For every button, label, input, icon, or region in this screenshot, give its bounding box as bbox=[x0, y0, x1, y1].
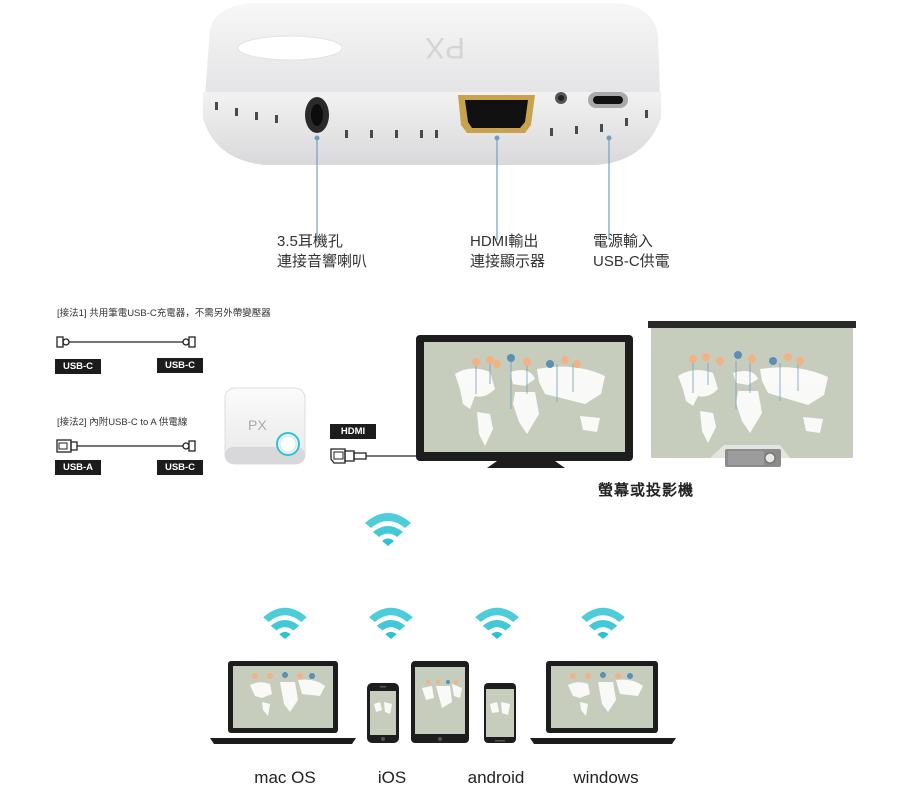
usb-c-tag-right: USB-C bbox=[157, 358, 203, 373]
wifi-icon bbox=[369, 607, 413, 640]
port-leader-lines bbox=[314, 135, 612, 240]
usb-c-tag-left: USB-C bbox=[55, 359, 101, 374]
wifi-icon bbox=[365, 513, 411, 546]
display-caption: 螢幕或投影機 bbox=[598, 482, 695, 499]
usb-a-tag: USB-A bbox=[55, 460, 101, 475]
laptop-windows-icon bbox=[530, 661, 676, 744]
usb-c-to-usb-c-cable bbox=[56, 336, 196, 348]
platform-label-windows: windows bbox=[573, 768, 639, 787]
usb-c-tag: USB-C bbox=[157, 460, 203, 475]
port-label-line2: USB-C供電 bbox=[593, 253, 670, 270]
px-receiver-device: PX bbox=[224, 387, 306, 465]
laptop-mac-icon bbox=[210, 661, 356, 744]
monitor-display bbox=[416, 335, 633, 468]
connection-method-2: [接法2] 內附USB-C to A 供電線 bbox=[57, 417, 188, 428]
android-phone-icon bbox=[484, 683, 516, 743]
port-label-line1: HDMI輸出 bbox=[470, 233, 539, 250]
wifi-icon bbox=[581, 607, 625, 640]
port-label-line1: 電源輸入 bbox=[593, 233, 654, 250]
platform-label-macos: mac OS bbox=[254, 768, 316, 787]
device-closeup-illustration: PX bbox=[203, 3, 661, 165]
wifi-icon bbox=[263, 607, 307, 640]
platform-label-ios: iOS bbox=[377, 768, 407, 787]
port-label-audio: 3.5耳機孔 連接音響喇叭 bbox=[277, 232, 367, 272]
hdmi-tag: HDMI bbox=[330, 424, 376, 439]
port-label-line1: 3.5耳機孔 bbox=[277, 233, 343, 250]
device-logo: PX bbox=[248, 417, 267, 433]
iphone-icon bbox=[367, 683, 399, 743]
connection-method-1: [接法1] 共用筆電USB-C充電器，不需另外帶變壓器 bbox=[57, 308, 271, 319]
svg-text:PX: PX bbox=[425, 31, 465, 64]
port-label-line2: 連接音響喇叭 bbox=[277, 253, 368, 270]
port-label-line2: 連接顯示器 bbox=[470, 253, 546, 270]
hdmi-cable bbox=[330, 448, 428, 464]
port-label-power: 電源輸入 USB-C供電 bbox=[593, 232, 670, 272]
wifi-icon bbox=[475, 607, 519, 640]
projector-screen bbox=[648, 321, 856, 467]
usb-a-to-usb-c-cable bbox=[56, 439, 196, 453]
platform-label-android: android bbox=[467, 768, 525, 787]
port-label-hdmi: HDMI輸出 連接顯示器 bbox=[470, 232, 545, 272]
ipad-icon bbox=[411, 661, 469, 743]
